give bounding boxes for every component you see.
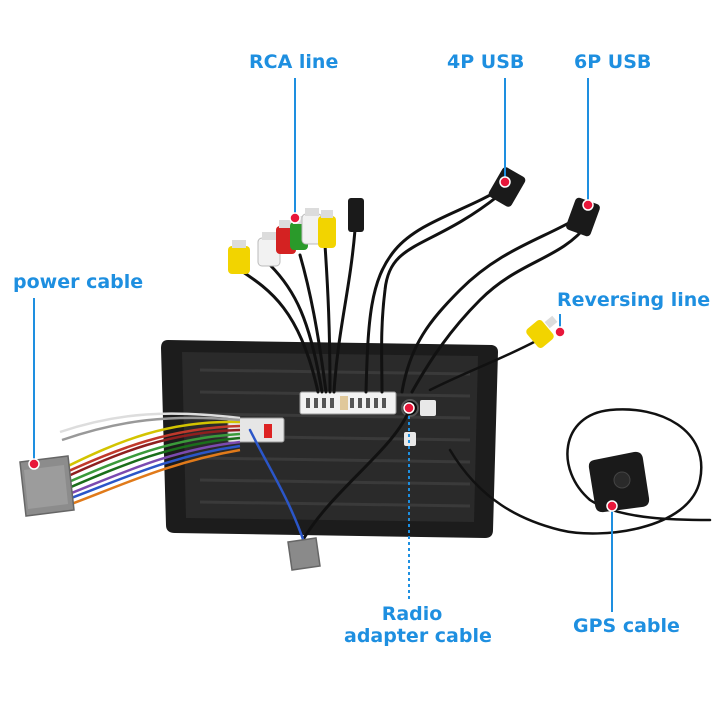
label-radio-adapter-cable: Radio adapter cable: [344, 603, 492, 648]
label-gps-cable: GPS cable: [573, 615, 680, 637]
label-reversing-line: Reversing line: [557, 289, 711, 311]
gps-antenna: [588, 451, 650, 513]
label-4p-usb: 4P USB: [447, 51, 525, 73]
power-connector: [19, 455, 75, 517]
label-radio-line2: adapter cable: [344, 624, 492, 647]
label-radio-line1: Radio: [381, 603, 443, 625]
label-power-cable: power cable: [13, 271, 144, 293]
label-rca-line: RCA line: [249, 51, 339, 73]
power-harness-wires: [59, 412, 241, 508]
marker-dots: [28, 176, 618, 512]
reversing-plug: [526, 315, 558, 348]
leader-lines: [33, 78, 613, 612]
radio-connector: [287, 537, 321, 571]
cables: [238, 184, 712, 547]
rca-plugs: [228, 198, 364, 274]
label-6p-usb: 6P USB: [574, 51, 652, 73]
